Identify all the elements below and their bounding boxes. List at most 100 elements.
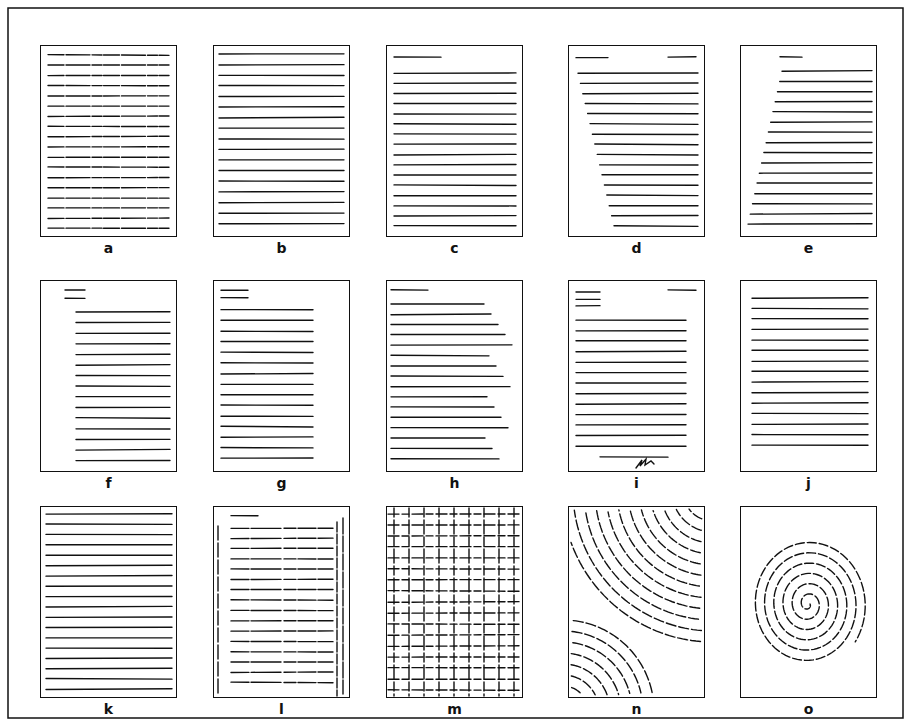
page-panel: c [386,45,523,237]
text-line [759,172,872,174]
text-line [394,195,516,196]
page-panel: a [40,45,177,237]
text-line [46,627,172,629]
text-line [76,385,170,387]
text-line [76,333,170,335]
text-line [394,154,516,156]
text-line [336,522,337,696]
text-line [576,362,686,363]
panel-letter: o [741,701,876,717]
text-line [219,148,344,150]
text-line [576,340,686,341]
text-line [231,610,333,612]
text-line [573,621,652,694]
text-line [76,396,170,397]
text-line [576,446,686,447]
text-line [612,215,698,217]
text-line [619,510,699,586]
text-line [221,320,313,321]
text-line [571,676,595,695]
text-line [583,92,698,94]
text-line [580,82,698,84]
text-line [578,72,698,74]
text-line [65,289,85,290]
text-line [48,157,169,158]
panel-letter: d [569,240,704,256]
text-line [600,456,668,458]
text-line [576,291,600,292]
text-line [46,513,172,515]
text-line [752,318,868,320]
panel-letter: h [387,475,522,491]
text-line [391,365,496,366]
text-line [391,289,428,291]
panel-letter: g [214,475,349,491]
text-line [219,64,344,66]
text-line [46,555,172,556]
text-line [592,134,698,136]
page-panel: h [386,280,523,472]
text-line [588,113,698,115]
text-line [602,174,698,175]
text-line [752,381,868,383]
text-line [752,370,868,371]
text-line [576,393,686,395]
text-line [48,64,169,65]
text-line [773,111,872,113]
text-line [46,596,172,598]
text-line [46,544,172,545]
text-line [231,589,333,590]
text-line [394,215,516,217]
text-line [48,105,169,106]
text-line [48,115,169,117]
text-line [76,343,170,344]
text-line [221,341,313,342]
text-line [653,511,700,553]
text-layout-pattern [65,290,170,461]
text-line [394,56,441,58]
text-layout-pattern [388,508,521,696]
text-line [46,585,172,587]
text-line [48,54,169,56]
text-line [48,197,169,198]
text-line [668,56,696,58]
text-line [780,56,802,58]
text-layout-pattern [576,290,696,468]
text-line [221,351,313,353]
text-layout-pattern [46,514,172,690]
text-layout-pattern [755,542,865,660]
text-line [423,508,424,696]
text-line [48,136,169,138]
panel-letter: b [214,240,349,256]
page-panel: l [213,506,350,698]
text-line [46,637,172,638]
text-line [76,449,170,451]
text-line [755,193,872,194]
text-line [391,313,491,315]
text-line [231,661,333,662]
text-line [76,375,170,377]
panel-letter: i [569,475,704,491]
text-line [576,424,686,426]
text-line [219,138,344,140]
text-line [219,96,344,97]
text-line [752,350,868,351]
text-layout-pattern [391,290,512,459]
panel-letter: k [41,701,176,717]
text-line [76,322,170,324]
text-line [219,223,344,224]
page-panel: f [40,280,177,472]
text-line [391,396,487,397]
text-line [572,688,582,695]
text-line [219,127,344,128]
text-line [76,428,170,429]
text-layout-pattern [219,54,344,224]
text-line [668,289,696,291]
text-line [221,362,313,364]
text-line [636,459,654,468]
text-line [231,515,258,517]
text-line [219,53,344,55]
page-panel: o [740,506,877,698]
